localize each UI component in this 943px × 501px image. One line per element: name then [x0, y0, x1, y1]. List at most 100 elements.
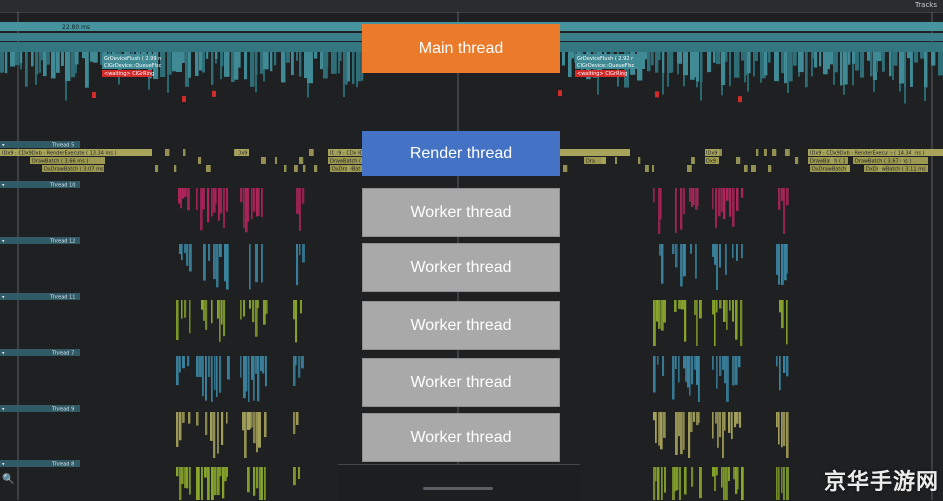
- thread-slice[interactable]: [256, 412, 258, 453]
- thread-slice[interactable]: [356, 149, 359, 156]
- thread-slice[interactable]: [624, 52, 630, 88]
- thread-slice[interactable]: [326, 52, 329, 68]
- thread-slice[interactable]: [259, 467, 262, 500]
- render-slice[interactable]: [42, 165, 104, 172]
- thread-slice[interactable]: [721, 85, 723, 96]
- thread-slice[interactable]: [931, 52, 936, 66]
- thread-slice[interactable]: [219, 467, 222, 477]
- thread-slice[interactable]: [651, 52, 654, 66]
- thread-slice[interactable]: [270, 52, 273, 72]
- thread-slice[interactable]: [258, 188, 260, 216]
- thread-slice[interactable]: [741, 188, 744, 198]
- thread-slice[interactable]: [716, 356, 718, 389]
- thread-slice[interactable]: [712, 412, 714, 439]
- thread-slice[interactable]: [840, 52, 843, 86]
- thread-slice[interactable]: [661, 300, 664, 331]
- thread-slice[interactable]: [776, 356, 778, 367]
- thread-slice[interactable]: [247, 188, 250, 222]
- thread-10-slices[interactable]: [178, 188, 789, 234]
- thread-slice[interactable]: [65, 52, 71, 81]
- thread-slice[interactable]: [914, 52, 919, 63]
- thread-slice[interactable]: [291, 52, 294, 76]
- thread-slice[interactable]: [675, 244, 678, 268]
- thread-slice[interactable]: [184, 300, 187, 318]
- thread-slice[interactable]: [738, 356, 741, 368]
- thread-slice[interactable]: [760, 52, 766, 79]
- thread-slice[interactable]: [331, 52, 337, 74]
- thread-slice[interactable]: [240, 188, 243, 203]
- thread-slice[interactable]: [219, 300, 221, 342]
- thread-slice[interactable]: [715, 412, 717, 424]
- thread-slice[interactable]: [882, 52, 885, 72]
- panel-resize-handle[interactable]: [423, 487, 493, 490]
- thread-slice[interactable]: [207, 188, 210, 223]
- thread-slice[interactable]: [728, 412, 731, 433]
- thread-slice[interactable]: [46, 52, 50, 65]
- thread-slice[interactable]: [250, 52, 255, 87]
- thread-slice[interactable]: [716, 467, 718, 476]
- thread-slice[interactable]: [726, 356, 729, 402]
- thread-slice[interactable]: [182, 96, 186, 103]
- thread-slice[interactable]: [781, 467, 783, 494]
- thread-slice[interactable]: [51, 52, 56, 79]
- thread-slice[interactable]: [779, 300, 782, 313]
- thread-slice[interactable]: [182, 412, 185, 423]
- thread-slice[interactable]: [732, 300, 735, 322]
- thread-slice[interactable]: [293, 412, 296, 435]
- thread-slice[interactable]: [188, 52, 191, 78]
- thread-slice[interactable]: [196, 412, 199, 426]
- thread-slice[interactable]: [795, 157, 799, 164]
- thread-slice[interactable]: [712, 244, 715, 257]
- thread-slice[interactable]: [696, 52, 700, 82]
- thread-slice[interactable]: [725, 244, 727, 275]
- thread-slice[interactable]: [781, 244, 784, 286]
- thread-slice[interactable]: [85, 52, 89, 88]
- thread-slice[interactable]: [226, 244, 229, 290]
- thread-slice[interactable]: [247, 412, 250, 430]
- thread-slice[interactable]: [179, 356, 181, 373]
- thread-slice[interactable]: [888, 149, 892, 156]
- thread-slice[interactable]: [347, 165, 351, 172]
- thread-slice[interactable]: [713, 52, 716, 63]
- thread-slice[interactable]: [876, 61, 878, 72]
- thread-slice[interactable]: [661, 244, 664, 284]
- thread-slice[interactable]: [295, 300, 298, 343]
- thread-slice[interactable]: [674, 300, 677, 312]
- thread-slice[interactable]: [721, 52, 726, 86]
- thread-slice[interactable]: [296, 188, 299, 214]
- thread-slice[interactable]: [196, 467, 199, 500]
- thread-slice[interactable]: [687, 165, 692, 172]
- thread-slice[interactable]: [184, 244, 187, 254]
- thread-slice[interactable]: [179, 412, 182, 441]
- thread-slice[interactable]: [187, 356, 190, 367]
- thread-header-bar[interactable]: [0, 349, 80, 356]
- thread-slice[interactable]: [784, 52, 788, 84]
- thread-slice[interactable]: [218, 188, 220, 221]
- thread-slice[interactable]: [786, 412, 789, 458]
- main-slice[interactable]: [102, 62, 158, 69]
- thread-slice[interactable]: [182, 52, 185, 64]
- thread-slice[interactable]: [662, 52, 665, 74]
- thread-slice[interactable]: [223, 188, 226, 229]
- thread-slice[interactable]: [696, 356, 699, 385]
- thread-slice[interactable]: [699, 467, 702, 499]
- thread-slice[interactable]: [729, 52, 732, 76]
- thread-slice[interactable]: [700, 52, 703, 82]
- render-slice[interactable]: [328, 157, 362, 164]
- thread-slice[interactable]: [723, 188, 726, 220]
- thread-slice[interactable]: [302, 188, 305, 204]
- thread-slice[interactable]: [715, 188, 718, 228]
- thread-slice[interactable]: [93, 52, 98, 63]
- thread-7-track[interactable]: ▾ Thread 7: [0, 349, 789, 402]
- thread-slice[interactable]: [830, 52, 834, 65]
- thread-header-bar[interactable]: [0, 460, 80, 467]
- thread-slice[interactable]: [655, 91, 659, 98]
- thread-12-slices[interactable]: [179, 244, 788, 290]
- thread-slice[interactable]: [39, 52, 45, 61]
- thread-slice[interactable]: [653, 188, 655, 203]
- thread-slice[interactable]: [211, 188, 213, 217]
- thread-slice[interactable]: [261, 188, 263, 218]
- thread-slice[interactable]: [722, 412, 724, 458]
- thread-slice[interactable]: [695, 244, 697, 279]
- thread-slice[interactable]: [924, 52, 928, 88]
